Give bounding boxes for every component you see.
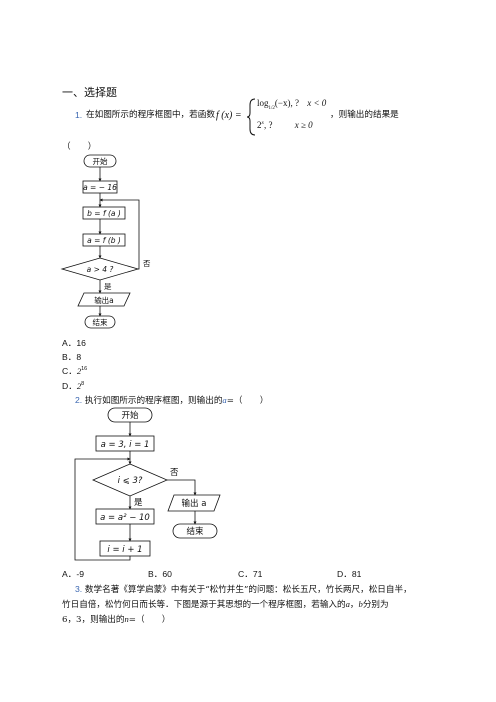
section-title: 一、选择题 bbox=[62, 86, 117, 99]
q2-flowchart: 开始 a = 3, i = 1 i ⩽ 3? 否 是 输出 a a = a² −… bbox=[74, 407, 221, 561]
log-base: 1/2 bbox=[268, 106, 275, 111]
q3-line3: 6，3，则输出的n=（ ） bbox=[62, 614, 171, 625]
q1-function-name: f (x) = bbox=[216, 110, 242, 121]
q2-output-label: 输出 a bbox=[182, 498, 207, 509]
piecewise-brace bbox=[247, 98, 256, 136]
q2-output-box bbox=[167, 494, 221, 512]
q2-condition-label: i ⩽ 3? bbox=[118, 476, 143, 486]
q1-condition-label: a > 4 ? bbox=[87, 265, 114, 274]
q2-option-d: D．81 bbox=[337, 569, 362, 579]
q1-stem-after: ，则输出的结果是 bbox=[330, 110, 399, 120]
q2-increment-box bbox=[99, 540, 151, 557]
case2-tail: , ? bbox=[263, 120, 273, 130]
case2-condition: x ≥ 0 bbox=[294, 120, 313, 130]
q1-end-label: 结束 bbox=[93, 317, 108, 327]
q1-option-c: C．216 bbox=[62, 366, 88, 376]
q2-no-label: 否 bbox=[170, 468, 179, 478]
q1-answer-paren: （ ） bbox=[62, 142, 97, 152]
q2-init-label: a = 3, i = 1 bbox=[101, 440, 150, 450]
q2-yes-label: 是 bbox=[134, 498, 143, 508]
q2-option-a: A．-9 bbox=[62, 569, 84, 579]
q1-start-label: 开始 bbox=[93, 156, 108, 166]
q1-stem-before: 在如图所示的程序框图中，若函数 bbox=[86, 110, 215, 120]
q1-case1: log1/2(−x), ? x < 0 bbox=[257, 98, 326, 111]
q1-step2-label: a = f (b ) bbox=[87, 236, 121, 245]
q1-init-label: a = − 16 bbox=[83, 183, 117, 192]
q2-option-b: B．60 bbox=[148, 569, 172, 579]
q1-step2-box bbox=[82, 233, 126, 247]
q2-assign-box bbox=[95, 508, 155, 525]
q1-no-label: 否 bbox=[143, 259, 151, 268]
q1-option-d: D．28 bbox=[62, 381, 85, 391]
q1-step1-box bbox=[82, 206, 126, 220]
q3-line2: 竹日自倍，松竹何日而长等．下图是源于其思想的一个程序框图，若输入的a，b分别为 bbox=[62, 599, 389, 610]
q2-start-label: 开始 bbox=[121, 410, 139, 421]
q1-step1-label: b = f (a ) bbox=[87, 209, 121, 218]
log-arg: (−x), ? bbox=[274, 98, 299, 108]
q2-stem: 2. 执行如图所示的程序框图，则输出的a=（ ） bbox=[75, 395, 269, 406]
q1-case2: 2x, ? x ≥ 0 bbox=[257, 120, 313, 130]
q2-end-node bbox=[172, 523, 218, 539]
q2-init-box bbox=[95, 435, 155, 452]
q2-assign-label: a = a² − 10 bbox=[100, 513, 150, 523]
case2-exponent: x bbox=[261, 120, 264, 126]
q1-output-box bbox=[77, 292, 131, 307]
q1-end-node bbox=[84, 315, 116, 329]
case1-condition: x < 0 bbox=[307, 98, 327, 108]
q1-flowchart: 开始 a = − 16 b = f (a ) a = f (b ) a > 4 … bbox=[60, 154, 151, 329]
q1-output-label: 输出a bbox=[94, 295, 114, 305]
case2-base: 2 bbox=[257, 120, 262, 130]
q1-yes-label: 是 bbox=[104, 282, 112, 291]
q2-end-label: 结束 bbox=[186, 526, 204, 537]
q2-option-c: C．71 bbox=[238, 569, 263, 579]
q1-number: 1. bbox=[75, 110, 83, 120]
q3-line1: 3. 数学名著《算学启蒙》中有关于“松竹并生”的问题：松长五尺，竹长两尺，松日自… bbox=[75, 584, 412, 595]
q1-option-a: A．16 bbox=[62, 338, 86, 348]
q2-increment-label: i = i + 1 bbox=[107, 545, 142, 555]
q1-option-b: B．8 bbox=[62, 352, 82, 362]
log-text: log bbox=[257, 98, 269, 108]
